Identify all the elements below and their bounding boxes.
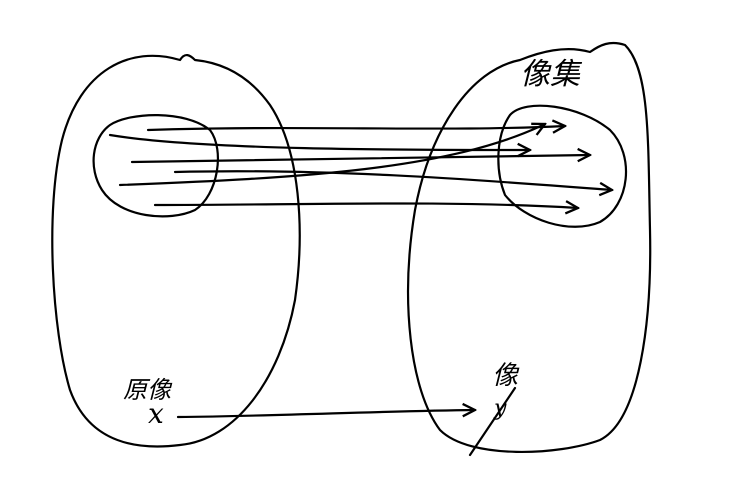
arrow [130, 155, 590, 164]
arrow [118, 124, 545, 187]
domain-set-outline [51, 54, 301, 448]
subset-a-outline [92, 114, 219, 218]
arrow [153, 203, 578, 208]
arrow [108, 133, 530, 150]
mapping-arrows [108, 124, 612, 419]
image-label: 像 [492, 361, 519, 391]
image-point-stroke [468, 386, 517, 457]
image-variable: y [494, 396, 507, 421]
codomain-set-outline [407, 41, 652, 453]
arrow [173, 170, 612, 190]
image-set-label: 像集 [520, 57, 580, 92]
arrow [176, 410, 475, 419]
image-set-outline [497, 104, 628, 228]
preimage-variable: x [148, 397, 164, 430]
arrow [146, 126, 565, 130]
preimage-label: 原像 [123, 376, 171, 404]
